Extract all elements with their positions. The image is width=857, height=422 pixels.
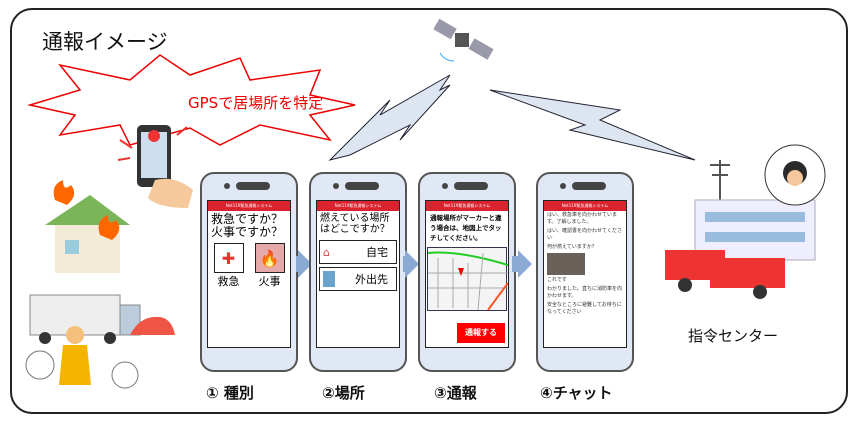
fire-icon: 🔥: [254, 243, 285, 273]
diagram-title: 通報イメージ: [42, 30, 168, 54]
chat-message: 安全なところに避難してお待ちになってください: [547, 302, 622, 315]
option-label: 救急: [217, 275, 240, 288]
camera-icon: [224, 183, 230, 189]
flow-arrow: [518, 250, 532, 278]
phone-location-selection: Net119緊急通報システム 燃えている場所はどこですか？ ⌂ 自宅 外出先: [309, 172, 407, 372]
satellite-icon: [433, 18, 494, 62]
camera-icon: [560, 183, 566, 189]
instruction-text: 通報場所がマーカーと違う場合は、地図上でタッチしてください。: [430, 214, 502, 242]
flow-arrow: [298, 250, 312, 278]
app-header: Net119緊急通報システム: [544, 201, 626, 211]
camera-icon: [442, 183, 448, 189]
signal-bolts: [328, 74, 696, 161]
report-button[interactable]: 通報する: [457, 323, 505, 343]
burning-house-icon: [45, 180, 130, 273]
app-header: Net119緊急通報システム: [208, 201, 290, 211]
phone-screen: Net119緊急通報システム 救急ですか？火事ですか？ ✚ 救急 🔥 火事: [207, 200, 291, 348]
outside-option[interactable]: 外出先: [319, 267, 397, 291]
first-aid-icon: ✚: [213, 243, 244, 273]
phone-screen: Net119緊急通報システム はい、救急車を向かわせています。了解しました。 は…: [543, 200, 627, 348]
step-label-report: ③通報: [434, 384, 477, 402]
option-label: 火事: [258, 275, 281, 288]
map-roads: [427, 251, 508, 311]
question-text: 燃えている場所はどこですか？: [320, 213, 390, 235]
chat-message: はい、確認書を向かわせてください: [547, 228, 622, 241]
map[interactable]: [427, 247, 508, 311]
phone-type-selection: Net119緊急通報システム 救急ですか？火事ですか？ ✚ 救急 🔥 火事: [200, 172, 298, 372]
app-header: Net119緊急通報システム: [426, 201, 508, 211]
chat-message: これです: [547, 277, 567, 283]
question-text: 救急ですか？火事ですか？: [211, 212, 284, 239]
traffic-accident-icon: [25, 294, 175, 389]
speaker-icon: [454, 182, 488, 190]
camera-icon: [333, 183, 339, 189]
speaker-icon: [572, 182, 606, 190]
building-icon: [323, 271, 335, 287]
app-header: Net119緊急通報システム: [317, 201, 399, 211]
speaker-icon: [236, 182, 270, 190]
phone-screen: Net119緊急通報システム 通報場所がマーカーと違う場合は、地図上でタッチして…: [425, 200, 509, 348]
ambulance-option[interactable]: ✚ 救急: [213, 243, 244, 289]
option-label: 外出先: [355, 273, 388, 286]
diagram-frame: [10, 8, 848, 414]
phone-chat: Net119緊急通報システム はい、救急車を向かわせています。了解しました。 は…: [536, 172, 634, 372]
chat-message: はい、救急車を向かわせています。了解しました。: [547, 212, 618, 225]
hand-smartphone-icon: [117, 125, 193, 208]
flow-arrow: [405, 250, 419, 278]
house-icon: ⌂: [323, 245, 330, 259]
step-label-location: ②場所: [322, 384, 365, 402]
gps-label: GPSで居場所を特定: [188, 94, 324, 112]
chat-message: 何が燃えていますか？: [547, 244, 597, 250]
home-option[interactable]: ⌂ 自宅: [319, 240, 397, 264]
gps-burst: [27, 54, 356, 146]
command-center-label: 指令センター: [688, 327, 779, 345]
step-label-type: ① 種別: [206, 384, 254, 402]
option-label: 自宅: [366, 246, 388, 259]
fire-option[interactable]: 🔥 火事: [254, 243, 285, 289]
speaker-icon: [345, 182, 379, 190]
phone-screen: Net119緊急通報システム 燃えている場所はどこですか？ ⌂ 自宅 外出先: [316, 200, 400, 348]
phone-report: Net119緊急通報システム 通報場所がマーカーと違う場合は、地図上でタッチして…: [418, 172, 516, 372]
chat-message: わかりました。直ちに消防車を向かわせます。: [547, 286, 623, 299]
marker-icon: [458, 268, 464, 276]
flow-arrow-shaft: [512, 256, 520, 272]
command-center-building-icon: [665, 144, 826, 299]
chat-photo: [547, 253, 585, 275]
step-label-chat: ④チャット: [540, 384, 613, 402]
